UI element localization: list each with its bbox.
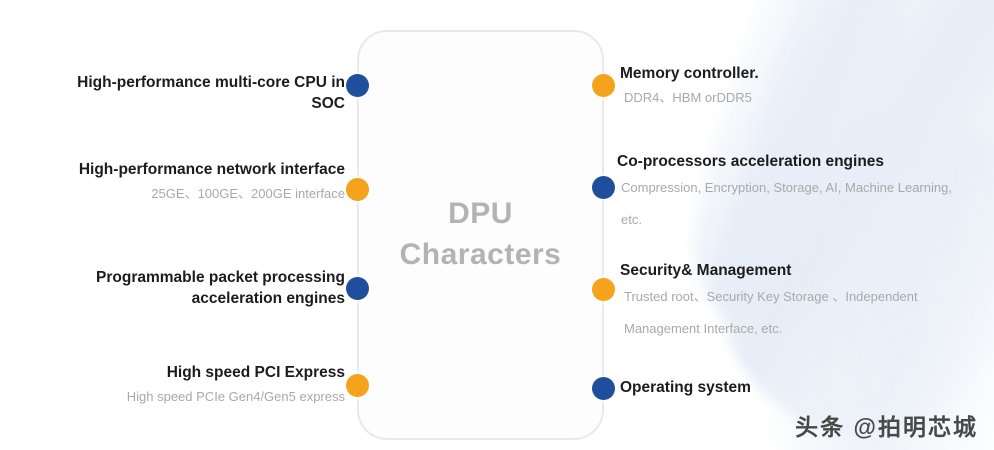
label-right-3: Security& Management Trusted root、Securi… [620,260,960,345]
center-title-line-1: DPU [448,197,513,230]
label-right-3-title: Security& Management [620,262,792,279]
connector-dot-left-3 [346,277,369,300]
connector-dot-left-1 [346,74,369,97]
connector-dot-right-4 [592,377,615,400]
label-right-1-subtitle: DDR4、HBM orDDR5 [624,90,752,105]
label-left-1-title: High-performance multi-core CPU in SOC [77,74,345,112]
label-left-4: High speed PCI Express High speed PCIe G… [25,362,345,411]
label-right-2-title: Co-processors acceleration engines [617,153,885,170]
center-title-line-2: Characters [399,238,562,271]
label-left-2-title: High-performance network interface [78,161,345,178]
connector-dot-right-3 [592,278,615,301]
connector-dot-right-2 [592,176,615,199]
connector-dot-left-2 [346,178,369,201]
label-right-1-title: Memory controller. [620,65,759,82]
center-box [357,30,604,440]
label-right-3-subtitle: Trusted root、Security Key Storage 、Indep… [624,289,918,336]
label-left-3: Programmable packet processing accelerat… [25,267,345,309]
label-left-1: High-performance multi-core CPU in SOC [40,72,345,114]
center-title: DPU Characters [357,193,604,275]
label-left-4-subtitle: High speed PCIe Gen4/Gen5 express [126,389,345,404]
label-right-4: Operating system [620,377,960,398]
label-right-2-subtitle: Compression, Encryption, Storage, AI, Ma… [621,180,952,227]
label-right-2: Co-processors acceleration engines Compr… [617,151,957,236]
connector-dot-right-1 [592,74,615,97]
label-right-1: Memory controller. DDR4、HBM orDDR5 [620,63,970,112]
label-left-4-title: High speed PCI Express [166,364,345,381]
label-left-2: High-performance network interface 25GE、… [10,159,345,208]
connector-dot-left-4 [346,374,369,397]
label-left-2-subtitle: 25GE、100GE、200GE interface [151,186,345,201]
label-left-3-title: Programmable packet processing accelerat… [96,269,345,307]
watermark: 头条 @拍明芯城 [795,414,978,440]
label-right-4-title: Operating system [620,379,751,396]
